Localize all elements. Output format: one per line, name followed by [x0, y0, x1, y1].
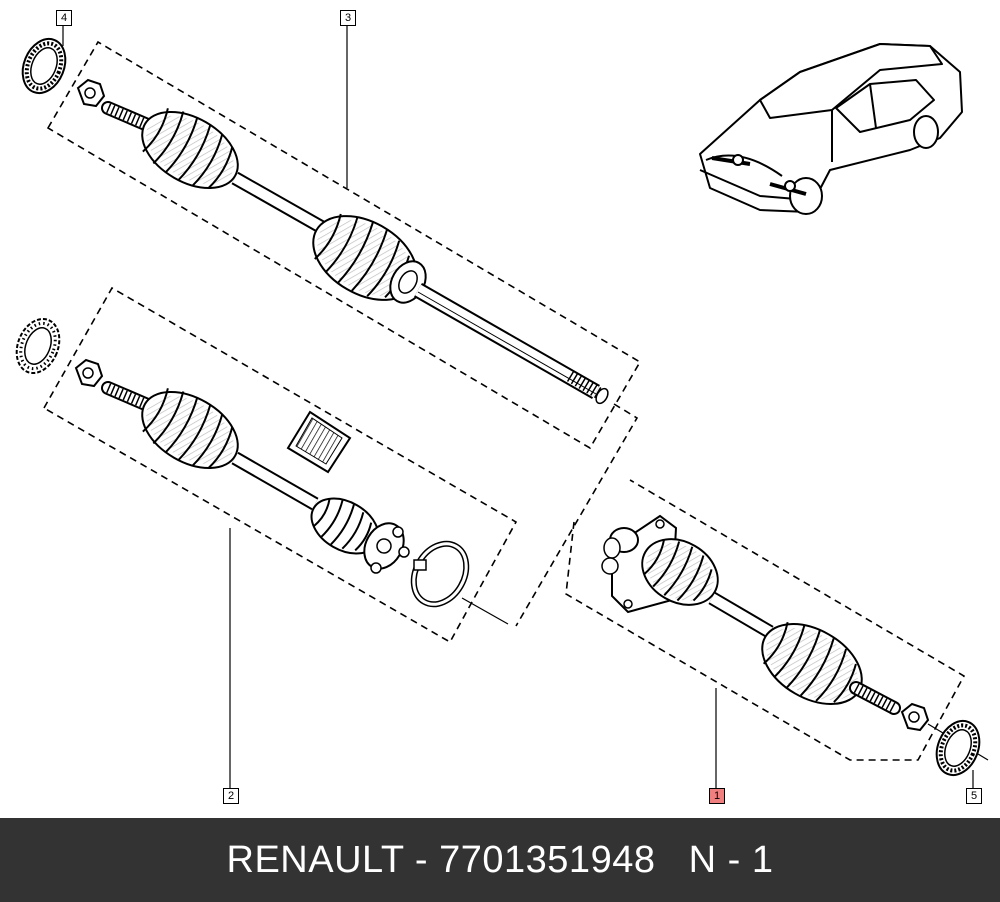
tripod-joint: [363, 522, 410, 574]
tone-ring: [15, 317, 61, 375]
assembly-1-boundary: [565, 479, 966, 761]
assembly-2-boundary: [43, 286, 518, 644]
axle-nut: [74, 358, 104, 388]
tone-ring-4: [21, 37, 67, 95]
assembly-3-boundary: [46, 40, 642, 450]
driveshaft-1: [601, 514, 989, 777]
driveshaft-3: [21, 37, 609, 405]
callout-4: 4: [56, 10, 72, 26]
driveshaft-diagram: [15, 24, 989, 788]
boot-clamp: [410, 540, 470, 608]
footer-bar: RENAULT - 7701351948 N - 1: [0, 818, 1000, 902]
callout-2: 2: [223, 788, 239, 804]
car-location-sketch: [699, 43, 963, 215]
tone-ring-5: [935, 719, 981, 777]
assembly-connector-line: [515, 403, 639, 627]
grease-sachet: [286, 410, 352, 474]
axle-nut: [900, 702, 930, 732]
part-number-caption: RENAULT - 7701351948 N - 1: [226, 838, 774, 881]
axle-nut: [76, 78, 106, 108]
callout-3: 3: [340, 10, 356, 26]
callout-1: 1: [709, 788, 725, 804]
callout-5: 5: [966, 788, 982, 804]
driveshaft-2: [15, 317, 509, 625]
